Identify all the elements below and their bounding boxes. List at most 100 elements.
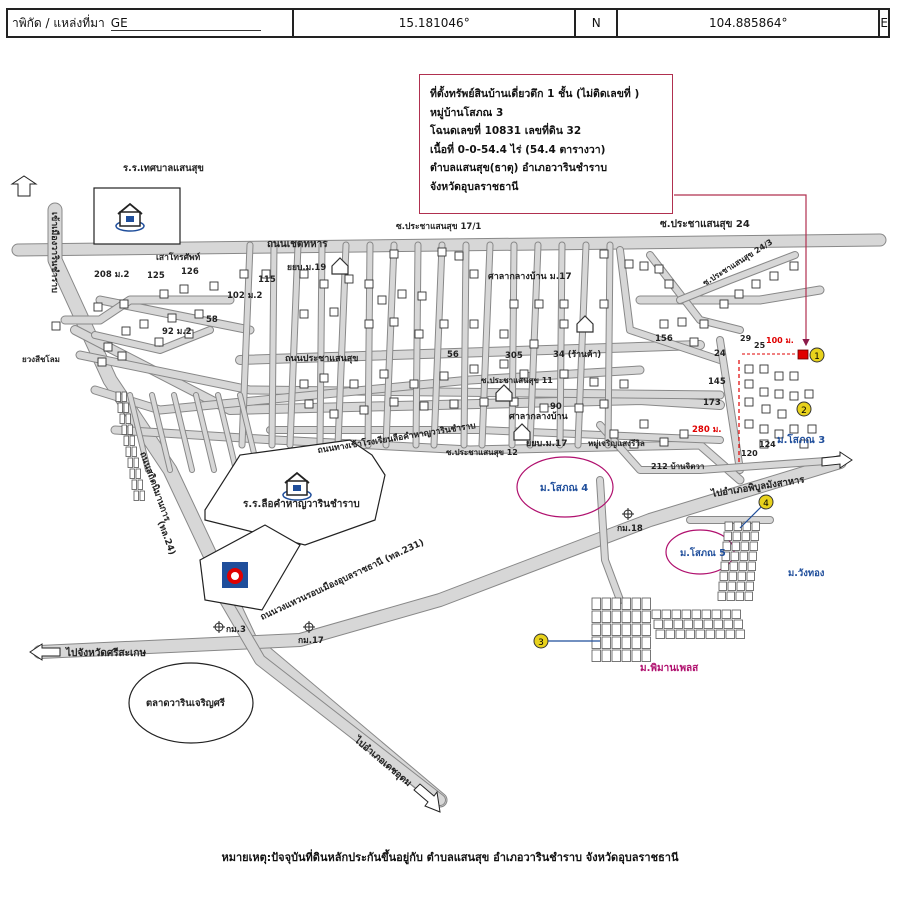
estate-plot <box>750 531 759 541</box>
side-street <box>365 242 373 448</box>
road-north-label: เข้าเมืองวารินชำราบ <box>49 212 61 293</box>
estate-plot <box>641 649 651 662</box>
n125-label: 125 <box>147 271 165 281</box>
building-marker <box>167 313 177 323</box>
side-street <box>557 242 565 448</box>
school-big-label: ร.ร.ลือคำหาญวารินชำราบ <box>243 498 360 510</box>
road <box>91 366 644 414</box>
n102-label: 102 ม.2 <box>227 291 263 301</box>
building-marker <box>744 397 754 407</box>
building-marker <box>239 269 249 279</box>
building-marker <box>719 299 729 309</box>
soi11-label: ซ.ประชาแสนสุข 11 <box>481 376 553 386</box>
building-marker <box>359 405 369 415</box>
estate-plot <box>727 581 736 591</box>
building-marker <box>759 439 769 449</box>
n115-label: 115 <box>258 275 276 285</box>
building-marker <box>319 373 329 383</box>
estate-plot <box>131 446 137 457</box>
building-marker <box>417 291 427 301</box>
building-marker <box>804 389 814 399</box>
building-marker <box>329 307 339 317</box>
wangthong-label: ม.วังทอง <box>788 568 825 579</box>
km17-marker <box>303 621 315 633</box>
estate-plot <box>641 636 651 649</box>
estate-plot <box>131 479 137 490</box>
estate-plot <box>719 571 728 581</box>
estate-plot <box>681 609 691 619</box>
estate-plot <box>641 623 651 636</box>
side-street <box>413 242 421 448</box>
estate-plot <box>751 521 760 531</box>
n25-label: 25 <box>754 341 766 350</box>
side-street <box>605 242 613 448</box>
building-marker <box>499 359 509 369</box>
building-marker <box>789 391 799 401</box>
latitude-direction: N <box>576 10 619 36</box>
building-marker <box>389 397 399 407</box>
building-marker <box>744 379 754 389</box>
building-marker <box>751 279 761 289</box>
building-marker <box>744 419 754 429</box>
building-marker <box>499 329 509 339</box>
road <box>236 341 704 364</box>
building-marker <box>599 399 609 409</box>
n120-label: 120 <box>741 449 758 458</box>
source-cell: าพิกัด / แหล่งที่มา GE <box>8 10 295 36</box>
soi-24-label: ซ.ประชาแสนสุข 24 <box>660 218 750 230</box>
building-marker <box>761 404 771 414</box>
estate-plot <box>117 402 123 413</box>
building-marker <box>664 279 674 289</box>
estate-plot <box>738 561 747 571</box>
building-marker <box>659 319 669 329</box>
temple-icon <box>222 562 248 588</box>
comparable-marker-2: 2 <box>796 401 812 417</box>
estate-plot <box>746 571 755 581</box>
building-marker <box>469 319 479 329</box>
estate-plot <box>129 435 135 446</box>
building-marker <box>299 269 309 279</box>
estate-plot <box>621 623 631 636</box>
estate-plot <box>621 649 631 662</box>
north-arrow <box>10 175 38 197</box>
estate-plot <box>731 609 741 619</box>
building-marker <box>744 364 754 374</box>
estate-plot <box>726 591 735 601</box>
estate-plot <box>601 623 611 636</box>
info-line-4: เนื้อที่ 0-0-54.4 ไร่ (54.4 ตารางวา) <box>430 143 606 156</box>
building-marker <box>639 261 649 271</box>
building-marker <box>409 379 419 389</box>
estate-plot <box>661 609 671 619</box>
building-marker <box>119 299 129 309</box>
building-marker <box>299 379 309 389</box>
estate-plot <box>705 629 715 639</box>
comparable-marker-3: 3 <box>533 633 549 649</box>
building-marker <box>344 274 354 284</box>
building-marker <box>624 259 634 269</box>
road-prachasansuk-label: ถนนประชาแสนสุข <box>285 353 358 364</box>
road <box>12 234 886 256</box>
building-marker <box>184 329 194 339</box>
building-marker <box>774 389 784 399</box>
info-line-2: หมู่บ้านโสภณ 3 <box>430 106 504 119</box>
n24-label: 24 <box>714 349 726 359</box>
coordinate-header: าพิกัด / แหล่งที่มา GE 15.181046° N 104.… <box>6 8 890 38</box>
estate-plot <box>733 619 743 629</box>
estate-plot <box>703 619 713 629</box>
estate-plot <box>601 610 611 623</box>
n29-label: 29 <box>740 334 752 343</box>
to-sisaket-label: ไปจังหวัดศรีสะเกษ <box>65 646 146 659</box>
building-marker <box>677 317 687 327</box>
building-marker <box>774 429 784 439</box>
building-marker <box>654 264 664 274</box>
estate-plot <box>655 629 665 639</box>
school-icon <box>282 471 312 501</box>
soi-17-1-label: ซ.ประชาแสนสุข 17/1 <box>396 222 481 232</box>
source-label: าพิกัด / แหล่งที่มา <box>12 15 105 30</box>
building-marker <box>659 437 669 447</box>
hw24-label: (ทล.24) <box>155 520 177 557</box>
n212-label: 212 บ้านจิตวา <box>651 461 704 471</box>
side-street <box>479 242 493 448</box>
hospital-label: ร.ร.เทศบาลแสนสุข <box>123 163 204 174</box>
side-street <box>431 242 445 448</box>
